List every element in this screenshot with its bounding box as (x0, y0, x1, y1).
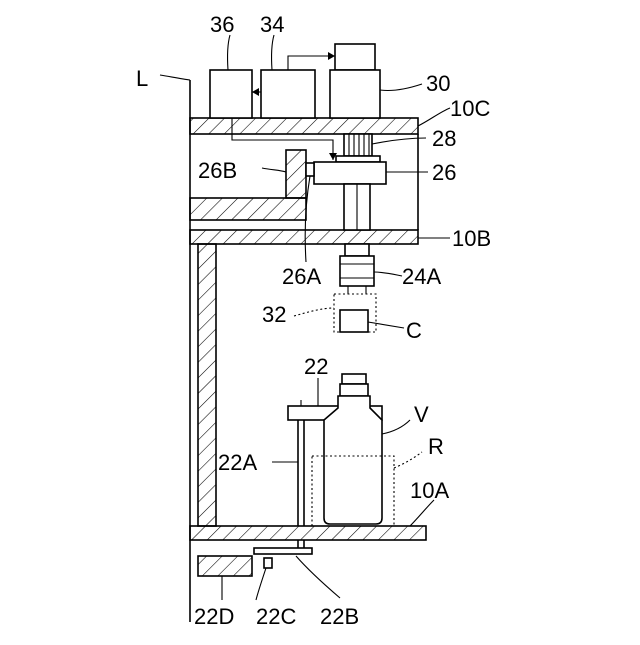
label-22d: 22D (194, 604, 234, 629)
label-22: 22 (304, 354, 328, 379)
label-r: R (428, 434, 444, 459)
mechanism-22b-22c-22d (198, 540, 340, 600)
label-22c: 22C (256, 604, 296, 629)
label-34: 34 (260, 12, 284, 37)
label-26: 26 (432, 160, 456, 185)
label-22b: 22B (320, 604, 359, 629)
label-10a: 10A (410, 478, 449, 503)
part-26 (306, 156, 428, 184)
arrow-30-to-34 (288, 52, 335, 70)
label-10b: 10B (452, 226, 491, 251)
cap-c (294, 294, 404, 332)
frame-column (198, 244, 216, 526)
label-36: 36 (210, 12, 234, 37)
unit-36 (210, 35, 252, 118)
label-24a: 24A (402, 264, 441, 289)
label-22a: 22A (218, 450, 257, 475)
wall-l (160, 75, 190, 622)
label-26b: 26B (198, 158, 237, 183)
label-c: C (406, 318, 422, 343)
unit-30 (330, 44, 422, 118)
arrow-34-to-36 (252, 88, 261, 96)
motor-28 (344, 134, 426, 156)
label-l: L (136, 66, 148, 91)
shelf-10b (190, 230, 450, 244)
bottle-v (324, 374, 410, 524)
label-32: 32 (262, 302, 286, 327)
unit-34 (261, 35, 315, 118)
gripper-24a (340, 256, 402, 294)
label-v: V (414, 402, 429, 427)
label-26a: 26A (282, 264, 321, 289)
shaft (344, 184, 370, 256)
label-28: 28 (432, 126, 456, 151)
label-10c: 10C (450, 96, 490, 121)
label-30: 30 (426, 71, 450, 96)
